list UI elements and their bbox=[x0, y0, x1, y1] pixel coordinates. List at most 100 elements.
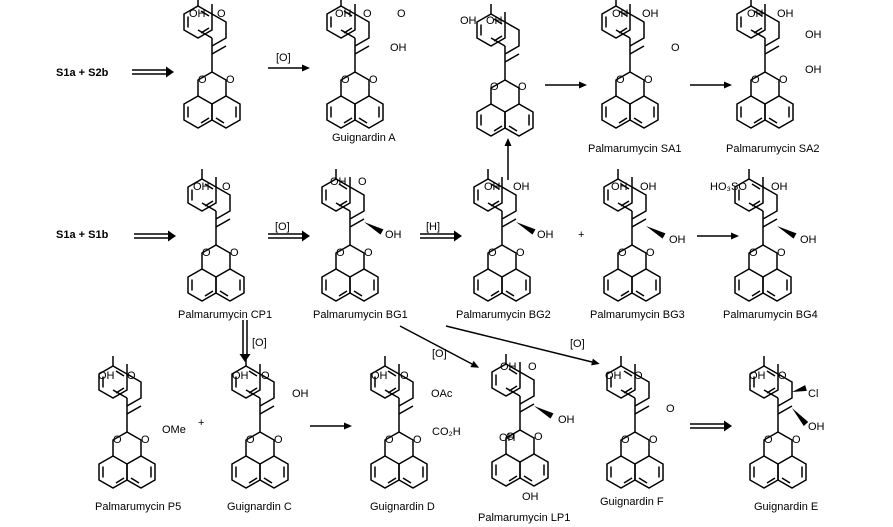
atom-oh: OH bbox=[605, 370, 622, 382]
mol-palmarumycin-bg4-ring-fusion bbox=[748, 202, 764, 212]
atom-o: O bbox=[749, 247, 758, 259]
atom-oh: OH bbox=[390, 42, 407, 54]
atom-oh: OH bbox=[522, 491, 539, 503]
label-guignardin-a: Guignardin A bbox=[332, 132, 396, 144]
reactant-top: S1a + S2b bbox=[56, 67, 109, 79]
label-guignardin-f: Guignardin F bbox=[600, 496, 664, 508]
atom-oh: OH bbox=[749, 370, 766, 382]
atom-oh: OH bbox=[371, 370, 388, 382]
mol-guignardin-a-ring-closure bbox=[354, 45, 370, 55]
atom-o: O bbox=[777, 247, 786, 259]
plus-sign-bg: + bbox=[578, 229, 584, 241]
mol-top-1-ring-closure bbox=[211, 45, 227, 55]
mol-palmarumycin-bg1-ring-fusion bbox=[335, 202, 351, 212]
wedge-e-cl bbox=[792, 385, 807, 392]
wedge-bg1-oh bbox=[364, 222, 384, 235]
atom-o: O bbox=[358, 176, 367, 188]
mol-palmarumycin-p5-ring-closure bbox=[126, 405, 142, 415]
mol-top-1-ring-fusion bbox=[197, 29, 213, 39]
mol-palmarumycin-lp1-ring-fusion bbox=[505, 387, 521, 397]
atom-o: O bbox=[518, 81, 527, 93]
atom-o: O bbox=[341, 74, 350, 86]
atom-ome: OMe bbox=[162, 424, 186, 436]
label-palmarumycin-sa1: Palmarumycin SA1 bbox=[588, 143, 682, 155]
atom-oh: OH bbox=[611, 181, 628, 193]
atom-oh: OH bbox=[232, 370, 249, 382]
atom-oh: OH bbox=[330, 176, 347, 188]
atom-o: O bbox=[671, 42, 680, 54]
atom-cl: Cl bbox=[808, 388, 818, 400]
label-palmarumycin-p5: Palmarumycin P5 bbox=[95, 501, 181, 513]
mol-palmarumycin-bg4-ring-closure bbox=[762, 218, 778, 228]
arrow-ox-5-head bbox=[591, 358, 600, 366]
mol-palmarumycin-p5-ring-fusion bbox=[112, 389, 128, 399]
label-palmarumycin-sa2: Palmarumycin SA2 bbox=[726, 143, 820, 155]
atom-oh: OH bbox=[777, 8, 794, 20]
atom-o: O bbox=[141, 434, 150, 446]
arrow-ox-4 bbox=[399, 325, 473, 365]
reagent-ox-2: [O] bbox=[275, 221, 290, 233]
atom-oh: OH bbox=[537, 229, 554, 241]
mol-guignardin-a-ring-fusion bbox=[340, 29, 356, 39]
reagent-ox-1: [O] bbox=[276, 52, 291, 64]
reactant-middle: S1a + S1b bbox=[56, 229, 109, 241]
atom-o: O bbox=[364, 247, 373, 259]
atom-oh: OH bbox=[558, 414, 575, 426]
atom-o: O bbox=[634, 370, 643, 382]
atom-o: O bbox=[274, 434, 283, 446]
mol-guignardin-c-ring-closure bbox=[259, 405, 275, 415]
label-palmarumycin-lp1: Palmarumycin LP1 bbox=[478, 512, 570, 524]
label-palmarumycin-bg4: Palmarumycin BG4 bbox=[723, 309, 818, 321]
label-guignardin-c: Guignardin C bbox=[227, 501, 292, 513]
atom-oh: OH bbox=[460, 15, 477, 27]
mol-guignardin-d-ring-closure bbox=[398, 405, 414, 415]
mol-palmarumycin-bg3-ring-closure bbox=[631, 218, 647, 228]
atom-ho3so: HO₃SO bbox=[710, 181, 747, 193]
mol-palmarumycin-cp1-ring-fusion bbox=[201, 202, 217, 212]
atom-o: O bbox=[385, 434, 394, 446]
atom-o: O bbox=[666, 403, 675, 415]
atom-oh: OH bbox=[805, 29, 822, 41]
mol-palmarumycin-sa2-ring-closure bbox=[764, 45, 780, 55]
atom-o: O bbox=[751, 74, 760, 86]
atom-co2h: CO₂H bbox=[432, 426, 461, 438]
atom-o: O bbox=[616, 74, 625, 86]
atom-o: O bbox=[528, 361, 537, 373]
atom-oh: OH bbox=[747, 8, 764, 20]
atom-oh: OH bbox=[193, 181, 210, 193]
wedge-bg2-oh bbox=[516, 222, 536, 235]
wedge-bg3-oh bbox=[646, 226, 666, 239]
atom-oh: OH bbox=[642, 8, 659, 20]
label-palmarumycin-cp1: Palmarumycin CP1 bbox=[178, 309, 272, 321]
atom-o: O bbox=[506, 431, 515, 443]
atom-oh: OH bbox=[669, 234, 686, 246]
atom-o: O bbox=[764, 434, 773, 446]
atom-o: O bbox=[516, 247, 525, 259]
atom-oh: OH bbox=[385, 229, 402, 241]
atom-o: O bbox=[779, 74, 788, 86]
mol-top-diol-ring-closure bbox=[504, 53, 520, 63]
atom-o: O bbox=[621, 434, 630, 446]
atom-oh: OH bbox=[612, 8, 629, 20]
atom-o: O bbox=[413, 434, 422, 446]
mol-palmarumycin-sa2-ring-fusion bbox=[750, 29, 766, 39]
atom-oh: OH bbox=[640, 181, 657, 193]
atom-o: O bbox=[534, 431, 543, 443]
atom-o: O bbox=[363, 8, 372, 20]
reagent-h: [H] bbox=[426, 221, 440, 233]
atom-o: O bbox=[369, 74, 378, 86]
atom-o: O bbox=[490, 81, 499, 93]
wedge-e-oh bbox=[792, 408, 809, 426]
atom-o: O bbox=[217, 8, 226, 20]
atom-oh: OH bbox=[499, 432, 516, 444]
mol-palmarumycin-cp1-ring-closure bbox=[215, 218, 231, 228]
label-palmarumycin-bg3: Palmarumycin BG3 bbox=[590, 309, 685, 321]
atom-o: O bbox=[113, 434, 122, 446]
atom-oh: OH bbox=[771, 181, 788, 193]
plus-sign-p5: + bbox=[198, 417, 204, 429]
label-palmarumycin-bg1: Palmarumycin BG1 bbox=[313, 309, 408, 321]
mol-guignardin-d-ring-fusion bbox=[384, 389, 400, 399]
